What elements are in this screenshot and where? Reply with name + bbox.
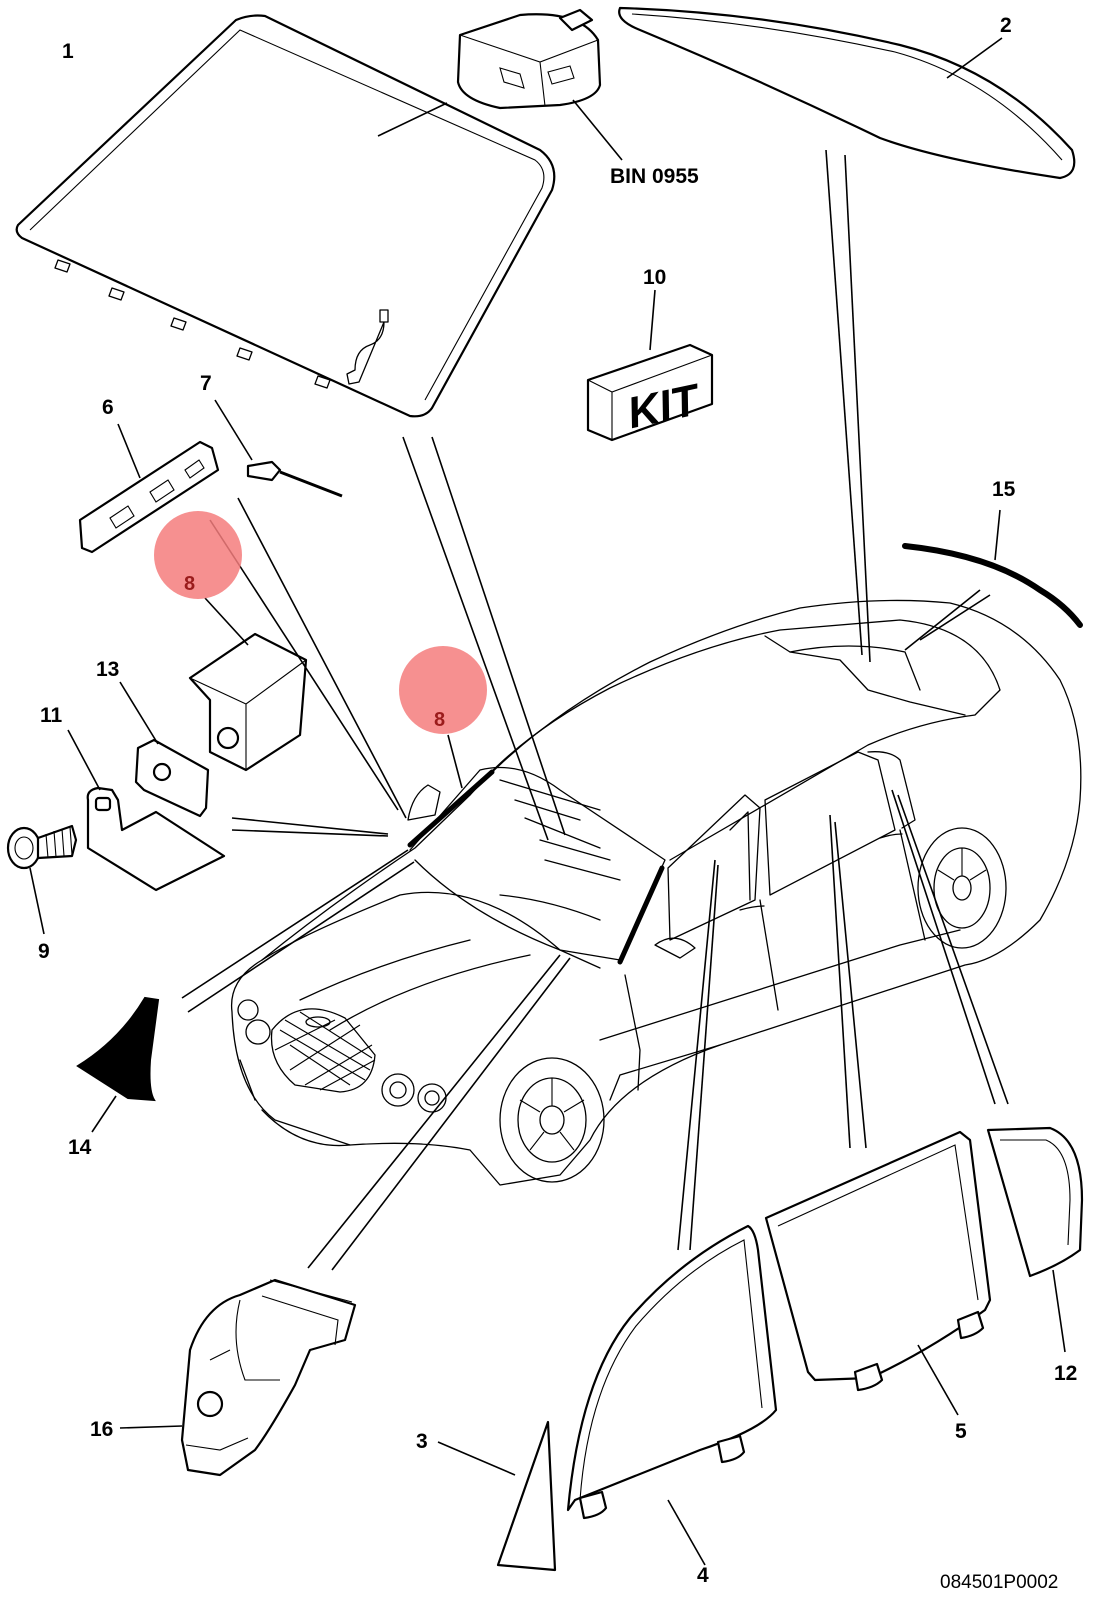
callout-labels: 1 2 3 4 5 6 7 8 8 9 10 11 12 13 14 15 16… [38, 14, 1077, 1587]
callout-10: 10 [643, 266, 666, 289]
bracket-part-11[interactable] [86, 786, 226, 892]
screw-part-9[interactable] [6, 824, 78, 870]
highlight-marker-8-lower[interactable] [399, 646, 487, 734]
callout-13: 13 [96, 658, 119, 681]
corner-glass-part-12[interactable] [986, 1126, 1084, 1278]
rain-sensor-part[interactable] [456, 8, 602, 110]
clip-part-13[interactable] [188, 632, 308, 772]
drawing-code: 084501P0002 [940, 1572, 1058, 1593]
callout-2: 2 [1000, 14, 1012, 37]
callout-3: 3 [416, 1430, 428, 1453]
callout-7: 7 [200, 372, 212, 395]
callout-8-upper: 8 [184, 573, 195, 595]
highlight-marker-8-upper[interactable] [154, 511, 242, 599]
sensor-part-label: BIN 0955 [610, 165, 699, 188]
seal-strip-part-15[interactable] [902, 543, 1083, 628]
front-door-glass-part-4[interactable] [566, 1224, 778, 1520]
callout-4: 4 [697, 1564, 709, 1587]
pin-part-7[interactable] [246, 460, 343, 498]
kit-box-part-10[interactable]: KIT [586, 343, 714, 442]
rear-door-glass-part-5[interactable] [764, 1130, 992, 1392]
clip-plate-part[interactable] [134, 738, 210, 818]
trim-part-14[interactable] [76, 996, 160, 1102]
callout-15: 15 [992, 478, 1016, 501]
callout-5: 5 [955, 1420, 967, 1443]
bracket-part-6[interactable] [78, 440, 220, 554]
callout-9: 9 [38, 940, 50, 963]
quarter-glass-part-3[interactable] [496, 1420, 557, 1572]
callout-6: 6 [102, 396, 114, 419]
callout-14: 14 [68, 1136, 92, 1159]
rear-window-part-2[interactable] [618, 6, 1076, 180]
housing-part-16[interactable] [180, 1278, 357, 1477]
leader-lines [181, 149, 1009, 1271]
callout-1: 1 [62, 40, 74, 63]
callout-12: 12 [1054, 1362, 1077, 1385]
callout-11: 11 [40, 704, 63, 727]
car-illustration [230, 599, 1082, 1186]
callout-8-lower: 8 [434, 709, 445, 731]
callout-16: 16 [90, 1418, 113, 1441]
